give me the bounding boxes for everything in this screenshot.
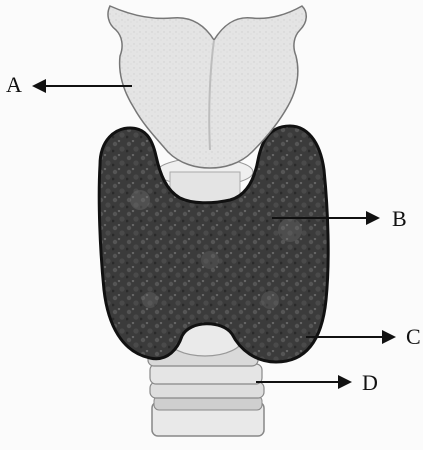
label-b: B — [392, 208, 407, 230]
label-c: C — [406, 326, 421, 348]
label-a: A — [6, 74, 22, 96]
arrow-a — [32, 79, 132, 93]
arrow-d — [256, 375, 352, 389]
label-d: D — [362, 372, 378, 394]
trachea-ring — [150, 364, 262, 384]
